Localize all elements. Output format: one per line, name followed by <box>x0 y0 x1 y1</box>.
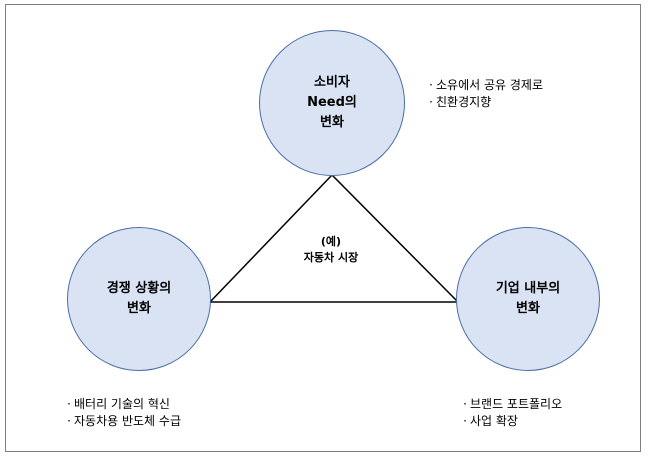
triangle-shape <box>208 173 460 303</box>
note-item: ·브랜드 포트폴리오 <box>460 396 562 413</box>
consumer-node-line3: 변화 <box>320 115 344 130</box>
competition-node-line2: 변화 <box>127 301 151 316</box>
note-item: ·배터리 기술의 혁신 <box>64 396 181 413</box>
note-item: ·친환경지향 <box>426 94 543 111</box>
bullet-dot-icon: · <box>429 95 433 109</box>
center-label: (예) 자동차 시장 <box>272 234 390 266</box>
note-item: ·사업 확장 <box>460 413 562 430</box>
internal-node-line1: 기업 내부의 <box>495 281 561 296</box>
diagram-frame <box>5 4 641 452</box>
center-label-line2: 자동차 시장 <box>303 251 359 264</box>
note-item: ·자동차용 반도체 수급 <box>64 413 181 430</box>
center-label-line1: (예) <box>320 235 342 248</box>
note-text: 배터리 기술의 혁신 <box>74 397 170 411</box>
note-text: 브랜드 포트폴리오 <box>470 397 563 411</box>
consumer-notes: ·소유에서 공유 경제로 ·친환경지향 <box>426 77 543 111</box>
competition-node-line1: 경쟁 상황의 <box>106 281 172 296</box>
note-text: 친환경지향 <box>436 95 492 109</box>
bullet-dot-icon: · <box>67 414 71 428</box>
internal-node: 기업 내부의 변화 <box>456 227 600 371</box>
bullet-dot-icon: · <box>463 397 467 411</box>
bullet-dot-icon: · <box>67 397 71 411</box>
competition-notes: ·배터리 기술의 혁신 ·자동차용 반도체 수급 <box>64 396 181 430</box>
internal-notes: ·브랜드 포트폴리오 ·사업 확장 <box>460 396 562 430</box>
note-text: 소유에서 공유 경제로 <box>436 78 543 92</box>
bullet-dot-icon: · <box>429 78 433 92</box>
internal-node-line2: 변화 <box>516 301 540 316</box>
note-text: 사업 확장 <box>470 414 518 428</box>
note-text: 자동차용 반도체 수급 <box>74 414 181 428</box>
consumer-need-node: 소비자 Need의 변화 <box>259 30 405 176</box>
consumer-node-line1: 소비자 <box>314 75 350 90</box>
competition-node: 경쟁 상황의 변화 <box>67 227 211 371</box>
consumer-node-line2: Need의 <box>307 95 357 110</box>
note-item: ·소유에서 공유 경제로 <box>426 77 543 94</box>
bullet-dot-icon: · <box>463 414 467 428</box>
